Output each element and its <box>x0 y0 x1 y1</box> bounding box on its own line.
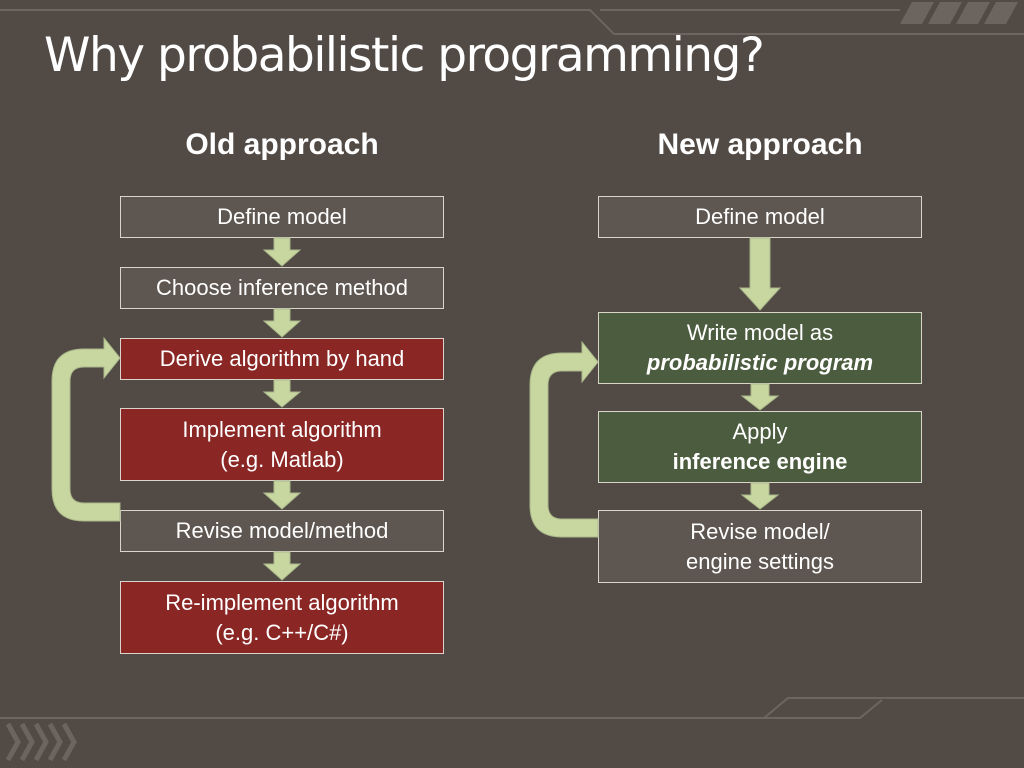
old-step-derive-algorithm-text: Derive algorithm by hand <box>159 346 405 371</box>
new-step-revise-settings: Revise model/ engine settings <box>598 510 922 583</box>
down-arrow-icon <box>738 237 782 311</box>
down-arrow-icon <box>262 308 302 338</box>
loop-arrow-icon <box>51 336 121 522</box>
down-arrow-icon <box>262 379 302 408</box>
old-step-define-model: Define model <box>120 196 444 238</box>
down-arrow-icon <box>262 551 302 581</box>
old-step-reimplement-algorithm: Re-implement algorithm (e.g. C++/C#) <box>120 581 444 654</box>
old-step-reimplement-algorithm-line2: (e.g. C++/C#) <box>215 619 349 645</box>
new-step-apply-engine-line1: Apply <box>732 419 788 444</box>
down-arrow-icon <box>262 237 302 267</box>
stripe-pattern-icon <box>900 2 1018 24</box>
old-step-implement-algorithm: Implement algorithm (e.g. Matlab) <box>120 408 444 481</box>
new-approach-heading: New approach <box>657 128 863 161</box>
old-approach-heading: Old approach <box>185 128 379 161</box>
old-step-revise-model-text: Revise model/method <box>175 518 389 543</box>
old-step-reimplement-algorithm-line1: Re-implement algorithm <box>165 589 399 615</box>
old-step-revise-model: Revise model/method <box>120 510 444 552</box>
old-step-implement-algorithm-line1: Implement algorithm <box>182 416 382 442</box>
slide-title: Why probabilistic programming? <box>44 28 765 83</box>
down-arrow-icon <box>740 482 780 510</box>
chevron-pattern-icon <box>5 722 77 762</box>
old-step-choose-inference-text: Choose inference method <box>156 275 408 300</box>
new-step-apply-engine-line2: inference engine <box>672 449 848 474</box>
new-step-write-program: Write model as probabilistic program <box>598 312 922 384</box>
new-step-define-model: Define model <box>598 196 922 238</box>
new-step-define-model-text: Define model <box>695 204 825 229</box>
old-step-derive-algorithm: Derive algorithm by hand <box>120 338 444 380</box>
new-step-apply-engine: Apply inference engine <box>598 411 922 483</box>
down-arrow-icon <box>740 383 780 411</box>
old-step-choose-inference: Choose inference method <box>120 267 444 309</box>
new-step-write-program-line1: Write model as <box>686 320 834 345</box>
new-step-revise-settings-line1: Revise model/ <box>690 518 830 544</box>
old-step-define-model-text: Define model <box>217 204 347 229</box>
old-step-implement-algorithm-line2: (e.g. Matlab) <box>220 446 344 472</box>
down-arrow-icon <box>262 480 302 510</box>
loop-arrow-icon <box>529 340 599 538</box>
new-step-revise-settings-line2: engine settings <box>686 548 834 574</box>
new-step-write-program-line2: probabilistic program <box>646 350 874 375</box>
